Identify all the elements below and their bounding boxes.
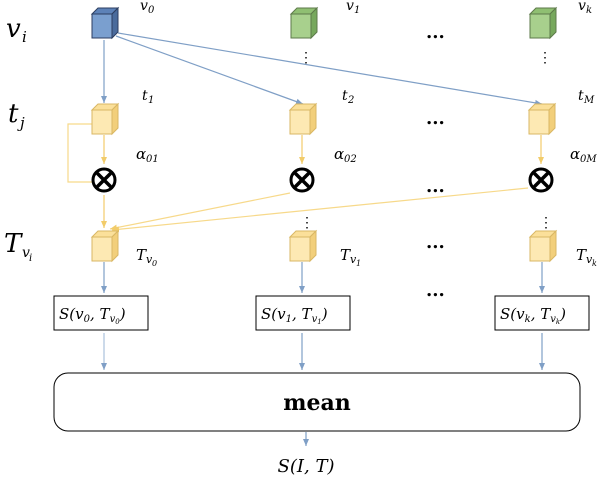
svg-text:0: 0 xyxy=(148,5,155,16)
svg-text:i: i xyxy=(22,28,27,46)
image-cube-vk xyxy=(528,6,558,40)
svg-text:T: T xyxy=(4,229,23,259)
image-cube-v1 xyxy=(289,6,319,40)
mean-label: mean xyxy=(283,390,351,416)
svg-text:v: v xyxy=(140,0,148,14)
svg-text:v: v xyxy=(350,253,357,266)
label-Tv0: T v 0 xyxy=(136,246,157,268)
svg-text:t: t xyxy=(578,88,584,104)
row-label-T: T v i xyxy=(4,229,32,264)
output-label: S(I, T) xyxy=(278,456,335,477)
svg-text:T: T xyxy=(576,246,587,264)
svg-text:k: k xyxy=(592,259,597,268)
svg-text:j: j xyxy=(17,114,25,132)
svg-text:2: 2 xyxy=(347,95,354,106)
multiply-icon xyxy=(289,167,315,193)
svg-text:0: 0 xyxy=(152,259,157,268)
score-box-k: S(vk, Tvk) xyxy=(494,295,590,331)
svg-text:v: v xyxy=(6,14,21,44)
ellipsis-row-T: ... xyxy=(426,232,445,253)
arrow-v0-t2 xyxy=(115,35,304,105)
svg-text:T: T xyxy=(136,246,147,264)
text-cube-Tvk xyxy=(528,229,558,263)
text-cube-Tv1 xyxy=(288,229,318,263)
label-alpha01: α 01 xyxy=(136,145,159,165)
arrow-mult2-Tv0 xyxy=(109,192,291,231)
multiply-icon xyxy=(91,167,117,193)
score-box-0: S(v0, Tv0) xyxy=(53,295,149,331)
label-v1: v 1 xyxy=(346,0,360,16)
text-cube-t2 xyxy=(288,102,318,136)
svg-text:v: v xyxy=(346,0,354,14)
svg-text:02: 02 xyxy=(344,154,357,165)
svg-text:t: t xyxy=(8,99,19,129)
svg-text:M: M xyxy=(583,95,595,106)
svg-text:v: v xyxy=(22,245,30,261)
svg-text:v: v xyxy=(578,0,586,14)
image-cube-v0 xyxy=(90,6,120,40)
text-cube-t1 xyxy=(90,102,120,136)
label-v0: v 0 xyxy=(140,0,155,16)
vdots-v1: ⋮ xyxy=(299,50,313,66)
svg-text:t: t xyxy=(342,88,348,104)
svg-text:01: 01 xyxy=(146,154,159,165)
svg-text:α: α xyxy=(136,145,146,163)
label-vk: v k xyxy=(578,0,592,16)
row-label-t: t j xyxy=(8,99,25,132)
ellipsis-row-S: ... xyxy=(426,280,445,301)
svg-text:S(vk, Tvk): S(vk, Tvk) xyxy=(500,305,566,326)
svg-text:1: 1 xyxy=(354,5,360,16)
svg-text:k: k xyxy=(586,5,592,16)
svg-text:v: v xyxy=(146,253,153,266)
bracket-t1 xyxy=(67,123,92,183)
svg-text:1: 1 xyxy=(148,95,154,106)
label-alpha02: α 02 xyxy=(334,145,357,165)
vdots-vk: ⋮ xyxy=(538,50,552,66)
multiply-icon xyxy=(528,167,554,193)
ellipsis-row-mult: ... xyxy=(426,176,445,197)
ellipsis-row-t: ... xyxy=(426,108,445,129)
label-t1: t 1 xyxy=(142,88,154,106)
vdots-Tvk: ⋮ xyxy=(539,215,553,231)
vdots-Tv1: ⋮ xyxy=(300,215,314,231)
label-Tvk: T v k xyxy=(576,246,597,268)
svg-text:t: t xyxy=(142,88,148,104)
arrow-v0-tM xyxy=(117,32,543,106)
svg-text:α: α xyxy=(334,145,344,163)
svg-text:i: i xyxy=(29,253,32,264)
svg-text:S(v1, Tv1): S(v1, Tv1) xyxy=(261,305,328,326)
label-t2: t 2 xyxy=(342,88,354,106)
row-label-v: v i xyxy=(6,14,27,46)
label-Tv1: T v 1 xyxy=(340,246,361,268)
label-alpha0M: α 0M xyxy=(570,145,597,165)
svg-text:S(v0, Tv0): S(v0, Tv0) xyxy=(59,305,126,326)
svg-text:α: α xyxy=(570,145,580,163)
svg-text:T: T xyxy=(340,246,351,264)
text-cube-tM xyxy=(527,102,557,136)
label-tM: t M xyxy=(578,88,595,106)
arrow-multM-Tv0 xyxy=(111,187,529,233)
svg-text:v: v xyxy=(586,253,593,266)
text-cube-Tv0 xyxy=(90,229,120,263)
svg-text:1: 1 xyxy=(356,259,361,268)
svg-text:0M: 0M xyxy=(580,154,597,165)
score-box-1: S(v1, Tv1) xyxy=(255,295,351,331)
mean-box: mean xyxy=(53,372,581,432)
ellipsis-row-v: ... xyxy=(426,22,445,43)
